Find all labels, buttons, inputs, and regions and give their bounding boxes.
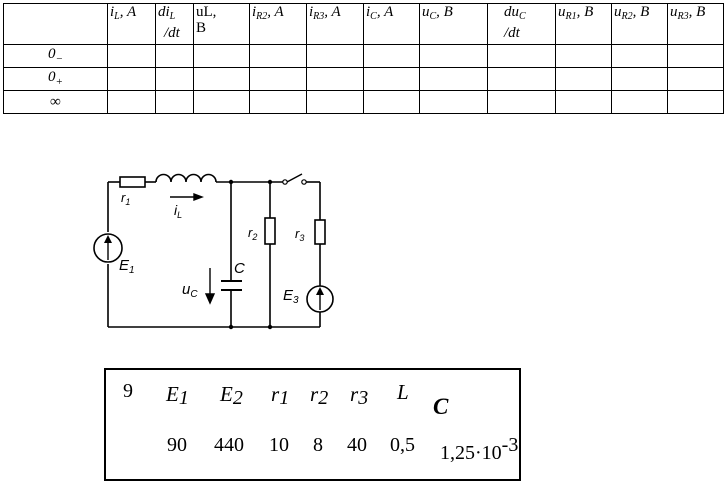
table-corner-cell bbox=[3, 3, 108, 45]
resistor-r1 bbox=[119, 176, 146, 188]
header-iR3: iR3, A bbox=[306, 3, 364, 45]
label-C: C bbox=[234, 260, 245, 277]
junction-dots bbox=[228, 179, 273, 330]
capacitor-C bbox=[221, 280, 242, 291]
param-value-E2: 440 bbox=[214, 434, 244, 456]
label-iL: iL bbox=[174, 202, 182, 220]
row-label: 0− bbox=[3, 44, 108, 68]
param-value-C: 1,25·10-3 bbox=[440, 434, 519, 464]
source-E1 bbox=[93, 233, 123, 263]
param-label-r1: r1 bbox=[271, 382, 290, 409]
header-uL: uL,B bbox=[193, 3, 250, 45]
row-label: 0+ bbox=[3, 67, 108, 91]
param-label-L: L bbox=[397, 380, 409, 404]
parameters-box: 9 E1 E2 r1 r2 r3 L C 90 440 10 8 40 0,5 … bbox=[104, 368, 521, 481]
param-label-E2: E2 bbox=[220, 382, 243, 409]
header-iC: iC, A bbox=[363, 3, 420, 45]
switch bbox=[282, 173, 307, 185]
results-table: iL, A diL/dt uL,B iR2, A iR3, A iC, A uC… bbox=[3, 3, 724, 114]
label-uC: uC bbox=[182, 281, 198, 300]
param-value-r3: 40 bbox=[347, 434, 367, 456]
label-r2: r2 bbox=[248, 225, 257, 242]
table-header-row: iL, A diL/dt uL,B iR2, A iR3, A iC, A uC… bbox=[3, 3, 724, 45]
header-uR3: uR3, B bbox=[667, 3, 724, 45]
table-row-infinity: ∞ bbox=[3, 90, 724, 114]
header-uR2: uR2, B bbox=[611, 3, 668, 45]
param-value-r1: 10 bbox=[269, 434, 289, 456]
param-label-r3: r3 bbox=[350, 382, 369, 409]
table-row-0-plus: 0+ bbox=[3, 67, 724, 91]
label-E3: E3 bbox=[283, 287, 299, 306]
source-E3 bbox=[306, 285, 334, 313]
resistor-r3 bbox=[314, 219, 326, 245]
param-label-C: C bbox=[433, 394, 449, 419]
voltage-arrow-uC bbox=[204, 268, 216, 305]
param-value-L: 0,5 bbox=[390, 434, 415, 456]
variant-number: 9 bbox=[123, 380, 133, 402]
label-r1: r1 bbox=[121, 190, 130, 207]
header-diL-dt: diL/dt bbox=[155, 3, 194, 45]
label-E1: E1 bbox=[119, 257, 135, 276]
param-value-r2: 8 bbox=[313, 434, 323, 456]
header-iL: iL, A bbox=[107, 3, 156, 45]
header-uR1: uR1, B bbox=[555, 3, 612, 45]
current-arrow-iL bbox=[170, 192, 204, 202]
table-row-0-minus: 0− bbox=[3, 44, 724, 68]
header-iR2: iR2, A bbox=[249, 3, 307, 45]
circuit-diagram: r1 iL E1 r2 r3 C uC E3 bbox=[93, 173, 334, 330]
param-value-E1: 90 bbox=[167, 434, 187, 456]
param-label-E1: E1 bbox=[166, 382, 189, 409]
row-label: ∞ bbox=[3, 90, 108, 114]
label-r3: r3 bbox=[295, 226, 304, 243]
inductor-L bbox=[155, 173, 217, 183]
resistor-r2 bbox=[264, 217, 276, 245]
param-label-r2: r2 bbox=[310, 382, 329, 409]
header-uC: uC, B bbox=[419, 3, 488, 45]
header-duC-dt: duC/dt bbox=[487, 3, 556, 45]
